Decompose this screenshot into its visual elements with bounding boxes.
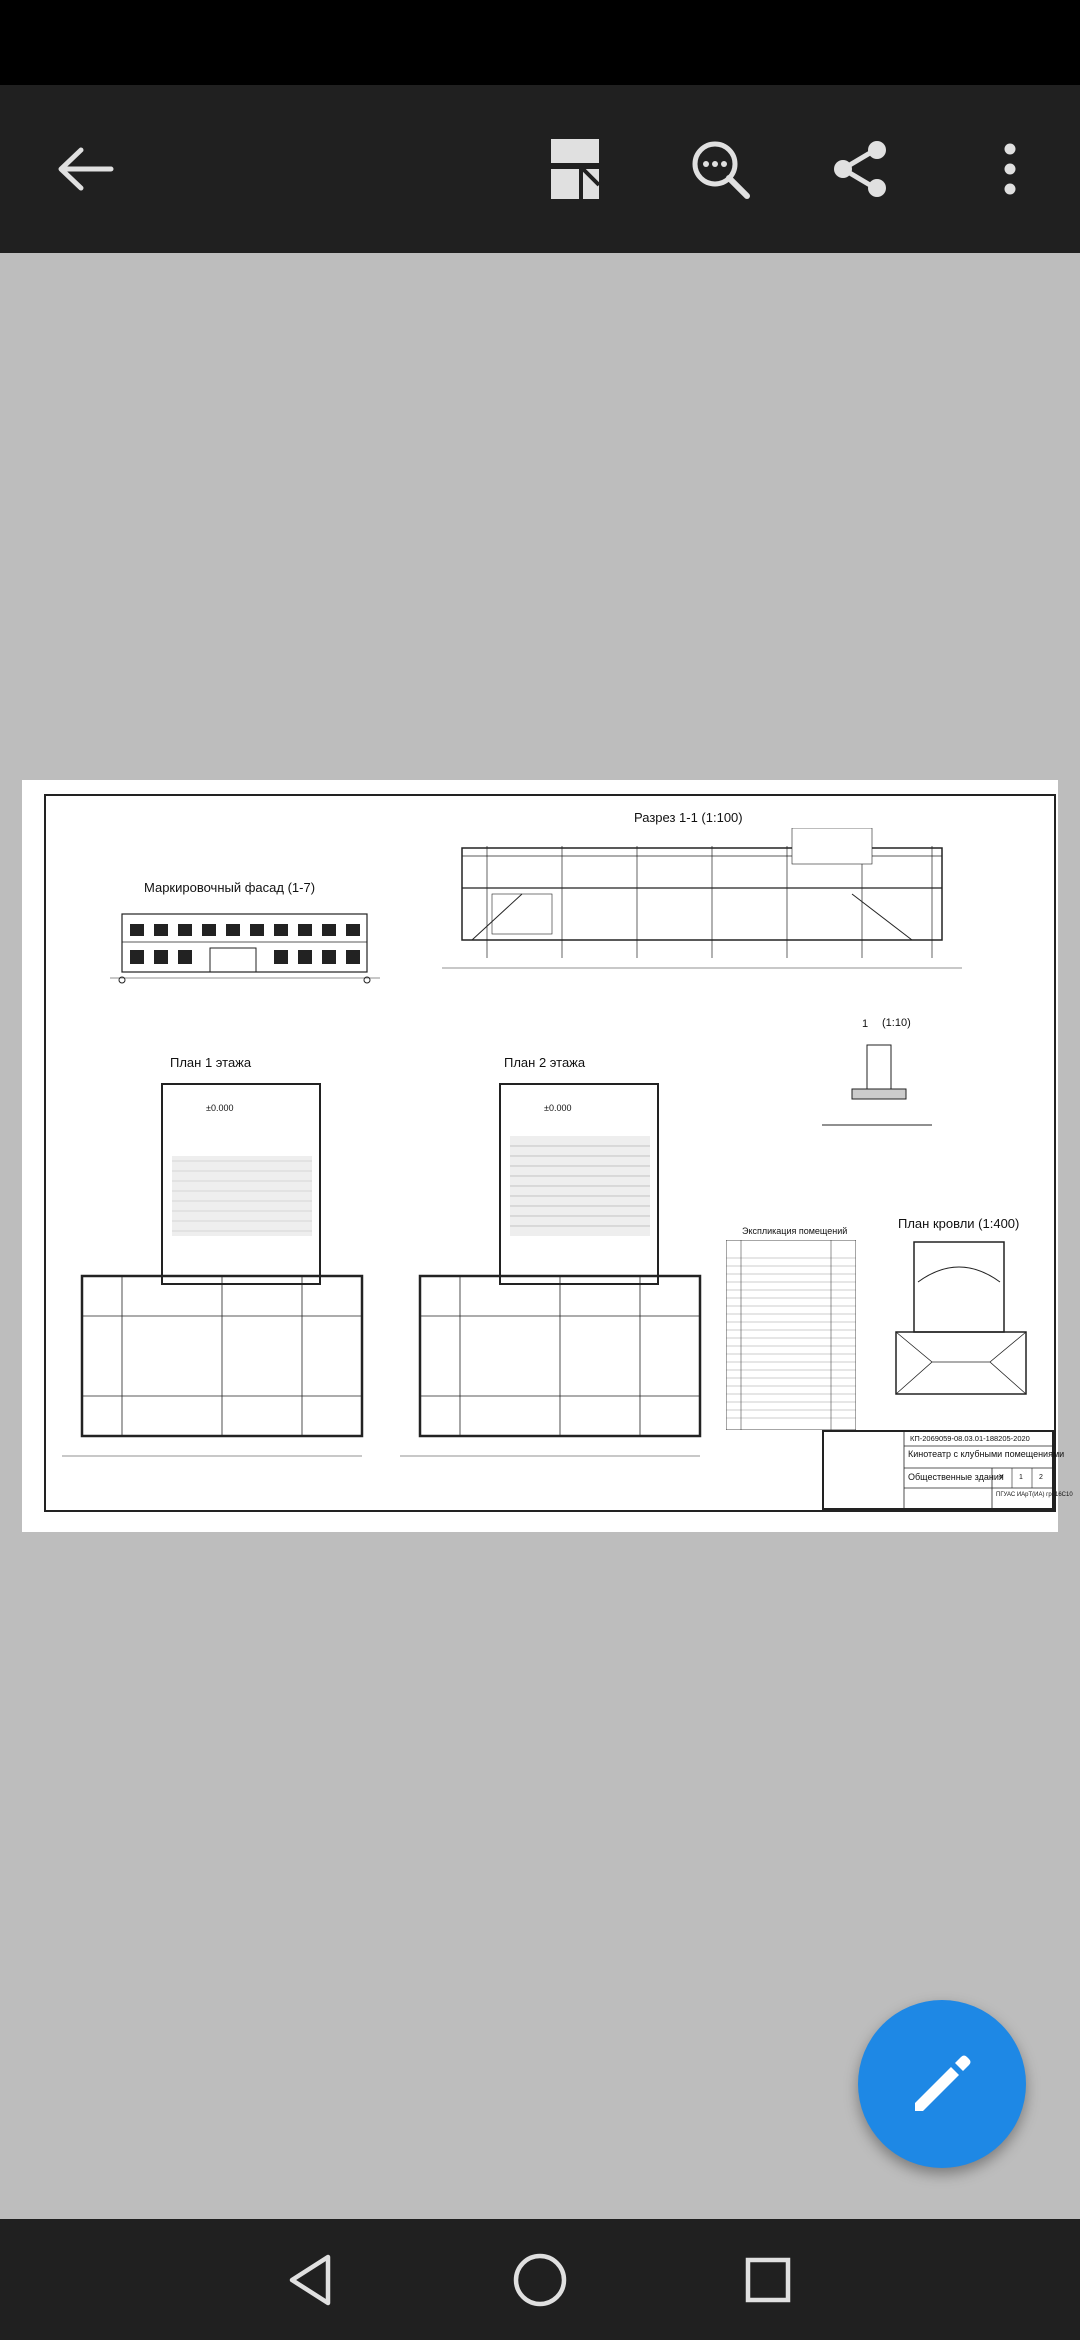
edit-fab[interactable] [858, 2000, 1026, 2168]
more-options-button[interactable] [965, 85, 1055, 253]
document-page[interactable]: Маркировочный фасад (1-7) Разрез 1-1 (1:… [22, 780, 1073, 1532]
more-vert-icon [1004, 143, 1016, 195]
arrow-left-icon [58, 147, 114, 191]
plan1-title: План 1 этажа [170, 1055, 252, 1070]
facade-drawing [110, 913, 380, 984]
stamp-org: ПГУАС ИАрТ(ИА) гр. 16С10 [996, 1492, 1073, 1498]
stamp-code: КП-2069059-08.03.01-188205-2020 [910, 1434, 1030, 1443]
recents-square-icon [745, 2257, 791, 2302]
title-block-grid [903, 1432, 1052, 1508]
section-title: Разрез 1-1 (1:100) [634, 810, 743, 825]
back-button[interactable] [40, 85, 130, 253]
stamp-sheets: 2 [1039, 1474, 1043, 1481]
roof-title: План кровли (1:400) [898, 1216, 1020, 1231]
stamp-sheet: 1 [1019, 1474, 1023, 1481]
stamp-stage: У [999, 1474, 1004, 1481]
search-button[interactable] [675, 85, 765, 253]
nav-home-button[interactable] [480, 2219, 600, 2340]
legend-table [726, 1240, 856, 1430]
pencil-icon [915, 2055, 971, 2111]
detail-drawing [822, 1044, 932, 1126]
plan1-drawing [62, 1083, 364, 1457]
back-triangle-icon [289, 2254, 331, 2305]
status-bar [0, 0, 1080, 85]
roof-drawing [895, 1241, 1027, 1395]
home-circle-icon [513, 2253, 567, 2306]
facade-title: Маркировочный фасад (1-7) [144, 880, 316, 895]
plan2-mark: ±0.000 [544, 1103, 572, 1113]
title-block: КП-2069059-08.03.01-188205-2020 Кинотеат… [822, 1430, 1073, 1510]
system-navigation-bar [0, 2219, 1080, 2340]
plan1-mark: ±0.000 [206, 1103, 234, 1113]
drawing-frame [44, 794, 1056, 1512]
nav-recents-button[interactable] [708, 2219, 828, 2340]
search-icon [692, 141, 750, 199]
page-view-icon [551, 139, 601, 199]
section-drawing [442, 828, 962, 969]
nav-back-button[interactable] [250, 2219, 370, 2340]
stamp-subtitle: Общественные здания [908, 1472, 1004, 1482]
plan2-title: План 2 этажа [504, 1055, 586, 1070]
legend-title: Экспликация помещений [742, 1226, 848, 1236]
detail-scale: (1:10) [882, 1017, 911, 1029]
page-view-button[interactable] [530, 85, 620, 253]
app-toolbar [0, 85, 1080, 253]
stamp-title: Кинотеатр с клубными помещениями [908, 1449, 1065, 1459]
detail-number: 1 [862, 1018, 869, 1030]
plan2-drawing [400, 1083, 702, 1457]
share-icon [834, 141, 886, 197]
share-button[interactable] [815, 85, 905, 253]
